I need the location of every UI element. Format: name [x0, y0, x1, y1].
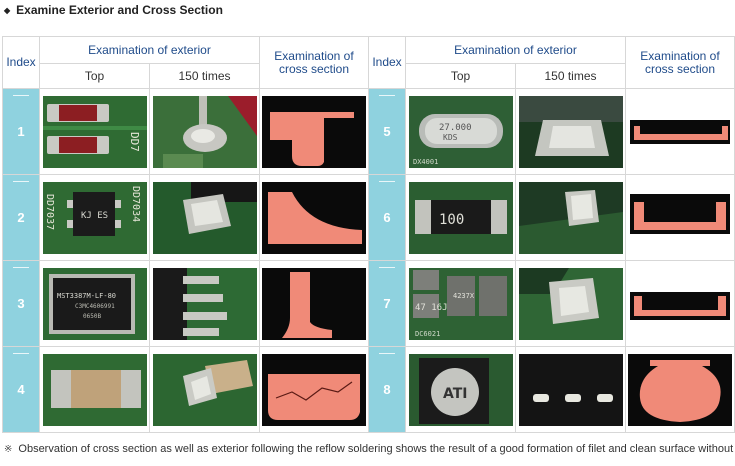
svg-text:0650B: 0650B: [83, 313, 101, 320]
cross-header-right: Examination of cross section: [625, 36, 735, 89]
index-cell: 1: [2, 88, 40, 175]
svg-text:KJ ES: KJ ES: [81, 211, 108, 221]
svg-text:100: 100: [439, 212, 464, 228]
index-cell: 8: [368, 346, 406, 433]
svg-text:4237X: 4237X: [453, 292, 475, 300]
table-row: 3 MST3387M-LF-80 C3MC4606991 0650B: [2, 260, 735, 347]
svg-text:ATI: ATI: [443, 386, 468, 402]
svg-text:DC6021: DC6021: [415, 330, 440, 338]
cross-header-left: Examination of cross section: [259, 36, 369, 89]
photo-150x-7: [518, 267, 623, 340]
times-header-left: 150 times: [149, 63, 260, 89]
photo-top-5: 27.000 KDS DX4001: [408, 95, 513, 168]
photo-top-6: 100: [408, 181, 513, 254]
times-header-right: 150 times: [515, 63, 626, 89]
cross-section-8: [628, 353, 732, 426]
photo-150x-5: [518, 95, 623, 168]
cross-section-4: [262, 353, 366, 426]
photo-top-3: MST3387M-LF-80 C3MC4606991 0650B: [42, 267, 147, 340]
index-cell: 2: [2, 174, 40, 261]
svg-text:KDS: KDS: [443, 133, 458, 142]
table-row: 2 KJ ES DD7037 DD7034: [2, 174, 735, 261]
reference-mark-icon: ※: [4, 443, 13, 455]
photo-top-2: KJ ES DD7037 DD7034: [42, 181, 147, 254]
svg-text:DD7037: DD7037: [44, 194, 55, 230]
page-title-text: Examine Exterior and Cross Section: [16, 3, 223, 17]
top-header-left: Top: [39, 63, 150, 89]
svg-text:DX4001: DX4001: [413, 158, 438, 166]
index-cell: 6: [368, 174, 406, 261]
photo-150x-4: [152, 353, 257, 426]
top-header-right: Top: [405, 63, 516, 89]
cross-section-7: [628, 267, 732, 340]
examination-table: Index Examination of exterior Examinatio…: [2, 36, 735, 433]
index-header-left: Index: [2, 36, 40, 89]
index-cell: 5: [368, 88, 406, 175]
photo-top-4: [42, 353, 147, 426]
photo-150x-8: [518, 353, 623, 426]
page-title: ◆ Examine Exterior and Cross Section: [4, 2, 223, 18]
svg-text:DD7: DD7: [128, 132, 141, 152]
photo-top-1: DD7: [42, 95, 147, 168]
svg-text:47 16J: 47 16J: [415, 303, 448, 313]
photo-150x-3: [152, 267, 257, 340]
index-cell: 4: [2, 346, 40, 433]
cross-section-3: [262, 267, 366, 340]
cross-section-1: [262, 95, 366, 168]
cross-section-2: [262, 181, 366, 254]
exterior-header-right: Examination of exterior: [405, 36, 626, 64]
photo-150x-2: [152, 181, 257, 254]
footnote-text: Observation of cross section as well as …: [18, 443, 735, 455]
diamond-bullet-icon: ◆: [4, 5, 11, 15]
table-row: 1 DD7 5: [2, 88, 735, 175]
index-cell: 7: [368, 260, 406, 347]
table-row: 4 8 A: [2, 346, 735, 433]
photo-150x-6: [518, 181, 623, 254]
exterior-header-left: Examination of exterior: [39, 36, 260, 64]
svg-text:27.000: 27.000: [439, 123, 472, 133]
photo-top-7: 47 16J 4237X DC6021: [408, 267, 513, 340]
cross-section-5: [628, 95, 732, 168]
footnote: ※ Observation of cross section as well a…: [4, 443, 735, 455]
photo-150x-1: [152, 95, 257, 168]
index-cell: 3: [2, 260, 40, 347]
svg-text:C3MC4606991: C3MC4606991: [75, 303, 115, 310]
cross-section-6: [628, 181, 732, 254]
svg-text:MST3387M-LF-80: MST3387M-LF-80: [57, 292, 116, 300]
svg-text:DD7034: DD7034: [130, 186, 141, 222]
index-header-right: Index: [368, 36, 406, 89]
photo-top-8: ATI: [408, 353, 513, 426]
